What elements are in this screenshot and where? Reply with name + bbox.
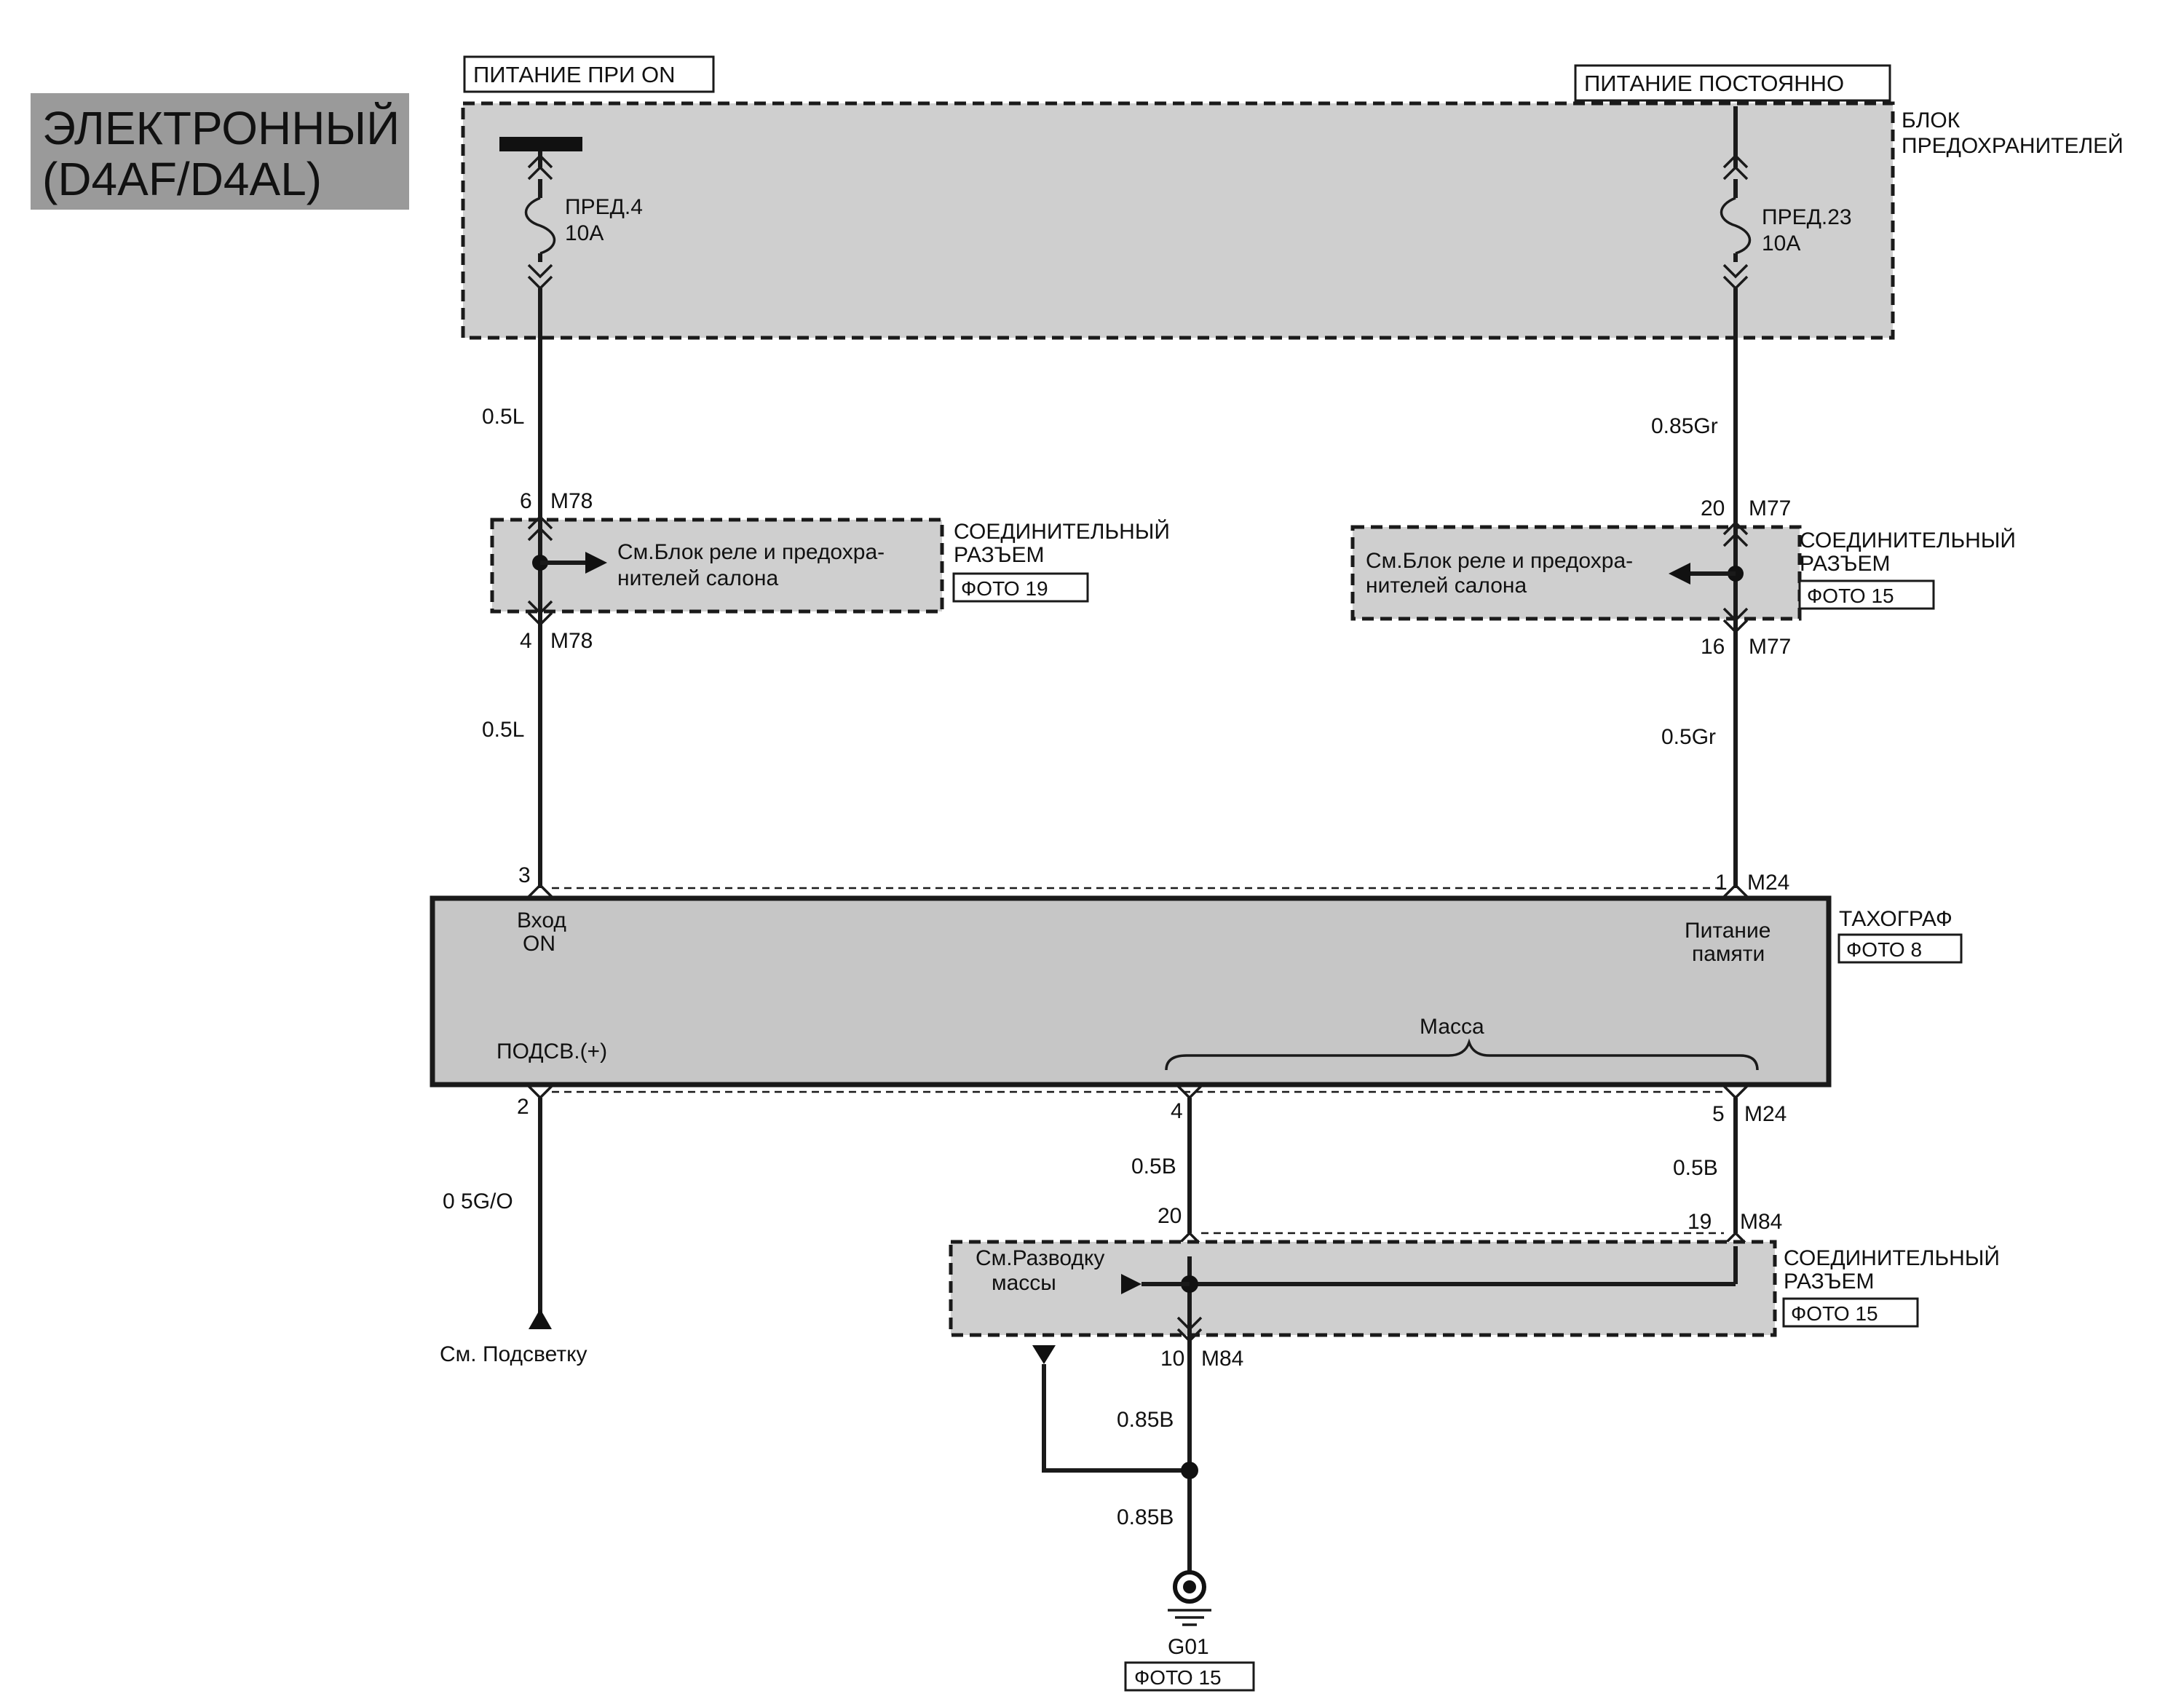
m78-bottom-pin: 4 xyxy=(520,629,532,653)
wire-ground-mid-label: 0.5B xyxy=(1131,1154,1176,1179)
m77-ref-line1: См.Блок реле и предохра- xyxy=(1366,549,1633,573)
tacho-input-on-1: Вход xyxy=(517,908,566,932)
tacho-input-on-2: ON xyxy=(523,932,555,956)
tacho-pin5: 5 xyxy=(1712,1102,1725,1126)
wire-left-top-label: 0.5L xyxy=(482,405,524,429)
m84-pin19: 19 xyxy=(1688,1210,1712,1234)
ground-point-name: G01 xyxy=(1168,1635,1209,1659)
wire-ground-1-label: 0.85B xyxy=(1117,1408,1174,1432)
power-ign-on-tag: ПИТАНИЕ ПРИ ON xyxy=(463,55,715,93)
fuse-block-title-2: ПРЕДОХРАНИТЕЛЕЙ xyxy=(1902,133,2124,158)
m78-title-1: СОЕДИНИТЕЛЬНЫЙ xyxy=(954,519,1170,544)
m78-bottom-name: M78 xyxy=(550,629,593,653)
m84-bottom-name: M84 xyxy=(1201,1347,1243,1371)
m84-title-2: РАЗЪЕМ xyxy=(1784,1270,1875,1294)
m77-bottom-name: M77 xyxy=(1749,635,1791,659)
power-constant-tag: ПИТАНИЕ ПОСТОЯННО xyxy=(1574,64,1891,102)
m78-ref-line1: См.Блок реле и предохра- xyxy=(617,540,885,564)
m77-top-name: M77 xyxy=(1749,496,1791,520)
fuse-4: ПРЕД.4 10A xyxy=(524,151,643,290)
m77-title-2: РАЗЪЕМ xyxy=(1800,552,1891,576)
ground-symbol-icon xyxy=(1168,1570,1211,1626)
m84-photo: ФОТО 15 xyxy=(1791,1302,1878,1325)
ign-bus-bar xyxy=(499,137,582,151)
m77-photo: ФОТО 15 xyxy=(1807,585,1894,607)
joint-connector-m78 xyxy=(490,518,944,614)
ground-branch-arrow xyxy=(1032,1345,1056,1364)
tachograph-unit xyxy=(430,895,1832,1088)
tacho-pin4: 4 xyxy=(1171,1099,1183,1123)
m84-pin10: 10 xyxy=(1160,1347,1184,1371)
tacho-pin3: 3 xyxy=(518,863,531,887)
m77-ref-line2: нителей салона xyxy=(1366,574,1527,598)
m84-title-1: СОЕДИНИТЕЛЬНЫЙ xyxy=(1784,1245,2000,1270)
m84-ref-line2: массы xyxy=(992,1271,1056,1295)
m78-top-name: M78 xyxy=(550,489,593,513)
tacho-memory-2: памяти xyxy=(1692,942,1765,966)
m77-top-pin: 20 xyxy=(1701,496,1725,520)
ground-pin-bracket xyxy=(1165,1038,1759,1071)
wire-ground-branch xyxy=(1042,1364,1190,1473)
diagram-title: ЭЛЕКТРОННЫЙ (D4AF/D4AL) xyxy=(31,93,409,210)
joint-connector-m84 xyxy=(949,1240,1777,1337)
fuse-23-name: ПРЕД.23 xyxy=(1762,205,1852,229)
m78-title-2: РАЗЪЕМ xyxy=(954,543,1045,567)
fuse-23-rating: 10A xyxy=(1762,231,1800,256)
tacho-memory-1: Питание xyxy=(1685,919,1770,943)
tacho-m24-top: M24 xyxy=(1747,871,1789,895)
tacho-photo: ФОТО 8 xyxy=(1846,938,1922,961)
tacho-name: ТАХОГРАФ xyxy=(1839,907,1952,931)
fuse-4-name: ПРЕД.4 xyxy=(565,195,643,219)
title-line1: ЭЛЕКТРОННЫЙ xyxy=(42,101,400,154)
tacho-pin2: 2 xyxy=(517,1095,529,1119)
wire-left-mid-label: 0.5L xyxy=(482,718,524,742)
m78-top-pin: 6 xyxy=(520,489,532,513)
wire-right-top-label: 0.85Gr xyxy=(1651,414,1718,438)
tacho-m24-bottom: M24 xyxy=(1744,1102,1787,1126)
wire-ground-2-label: 0.85B xyxy=(1117,1505,1174,1529)
tacho-pin1: 1 xyxy=(1715,871,1728,895)
fuse-23: ПРЕД.23 10A xyxy=(1720,106,1852,290)
power-constant-label: ПИТАНИЕ ПОСТОЯННО xyxy=(1584,71,1844,96)
m77-bottom-pin: 16 xyxy=(1701,635,1725,659)
illumination-ref: См. Подсветку xyxy=(440,1342,587,1366)
wire-illumination-label: 0 5G/O xyxy=(443,1189,513,1213)
m84-top-name: M84 xyxy=(1740,1210,1782,1234)
m78-photo: ФОТО 19 xyxy=(961,577,1048,600)
m77-title-1: СОЕДИНИТЕЛЬНЫЙ xyxy=(1800,528,2016,553)
tacho-illum: ПОДСВ.(+) xyxy=(496,1039,607,1064)
fuse-block-title-1: БЛОК xyxy=(1902,108,1961,132)
power-ign-on-label: ПИТАНИЕ ПРИ ON xyxy=(473,62,675,87)
title-line2: (D4AF/D4AL) xyxy=(42,153,322,205)
fuse-4-rating: 10A xyxy=(565,221,604,245)
wire-right-mid-label: 0.5Gr xyxy=(1661,725,1716,749)
m84-pin20: 20 xyxy=(1158,1204,1182,1228)
fuse-block xyxy=(461,101,1895,340)
tacho-ground: Масса xyxy=(1420,1015,1484,1039)
wire-ground-right-label: 0.5B xyxy=(1673,1156,1718,1180)
m84-ref-line1: См.Разводку xyxy=(976,1246,1104,1270)
m78-ref-line2: нителей салона xyxy=(617,566,778,590)
ground-point-photo: ФОТО 15 xyxy=(1134,1666,1222,1689)
